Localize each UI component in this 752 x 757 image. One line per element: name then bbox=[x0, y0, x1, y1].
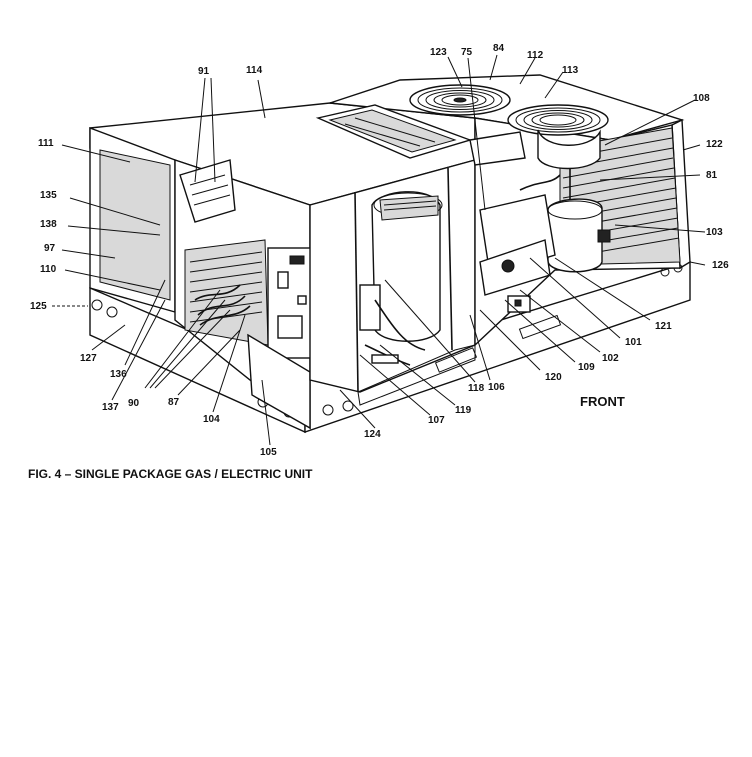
front-label: FRONT bbox=[580, 394, 625, 409]
callout-90: 90 bbox=[128, 398, 140, 409]
callout-91: 91 bbox=[198, 66, 210, 77]
callout-121: 121 bbox=[655, 321, 672, 332]
callout-138: 138 bbox=[40, 219, 57, 230]
condenser-section bbox=[474, 117, 681, 347]
callout-123: 123 bbox=[430, 47, 447, 58]
figure-caption: FIG. 4 – SINGLE PACKAGE GAS / ELECTRIC U… bbox=[28, 467, 313, 481]
callout-111: 111 bbox=[38, 138, 54, 149]
callout-124: 124 bbox=[364, 429, 381, 440]
callout-109: 109 bbox=[578, 362, 595, 373]
callout-84: 84 bbox=[493, 43, 505, 54]
callout-126: 126 bbox=[712, 260, 729, 271]
callout-102: 102 bbox=[602, 353, 619, 364]
top-baffle bbox=[315, 104, 526, 166]
callout-112: 112 bbox=[527, 50, 544, 61]
callout-118: 118 bbox=[468, 383, 485, 394]
callout-107: 107 bbox=[428, 415, 445, 426]
callout-135: 135 bbox=[40, 190, 57, 201]
condenser-fan-right bbox=[507, 104, 609, 170]
callout-108: 108 bbox=[693, 93, 710, 104]
callout-120: 120 bbox=[545, 372, 562, 383]
callout-136: 136 bbox=[110, 369, 127, 380]
callout-119: 119 bbox=[455, 405, 472, 416]
callout-106: 106 bbox=[488, 382, 505, 393]
callout-97: 97 bbox=[44, 243, 56, 254]
callout-122: 122 bbox=[706, 139, 723, 150]
callout-137: 137 bbox=[102, 402, 119, 413]
callout-127: 127 bbox=[80, 353, 97, 364]
callout-110: 110 bbox=[40, 264, 57, 275]
callout-113: 113 bbox=[562, 65, 579, 76]
callout-125: 125 bbox=[30, 301, 47, 312]
callout-101: 101 bbox=[625, 337, 642, 348]
callout-75: 75 bbox=[461, 47, 473, 58]
callout-103: 103 bbox=[706, 227, 723, 238]
leader-lines bbox=[52, 54, 706, 446]
callout-114: 114 bbox=[246, 65, 263, 76]
callout-104: 104 bbox=[203, 414, 220, 425]
condenser-fan-left bbox=[409, 84, 511, 116]
callout-labels: 91 114 123 75 84 112 113 108 111 122 81 … bbox=[30, 43, 729, 458]
blower-compartment bbox=[309, 159, 476, 406]
callout-81: 81 bbox=[706, 170, 718, 181]
callout-87: 87 bbox=[168, 397, 180, 408]
callout-105: 105 bbox=[260, 447, 277, 458]
